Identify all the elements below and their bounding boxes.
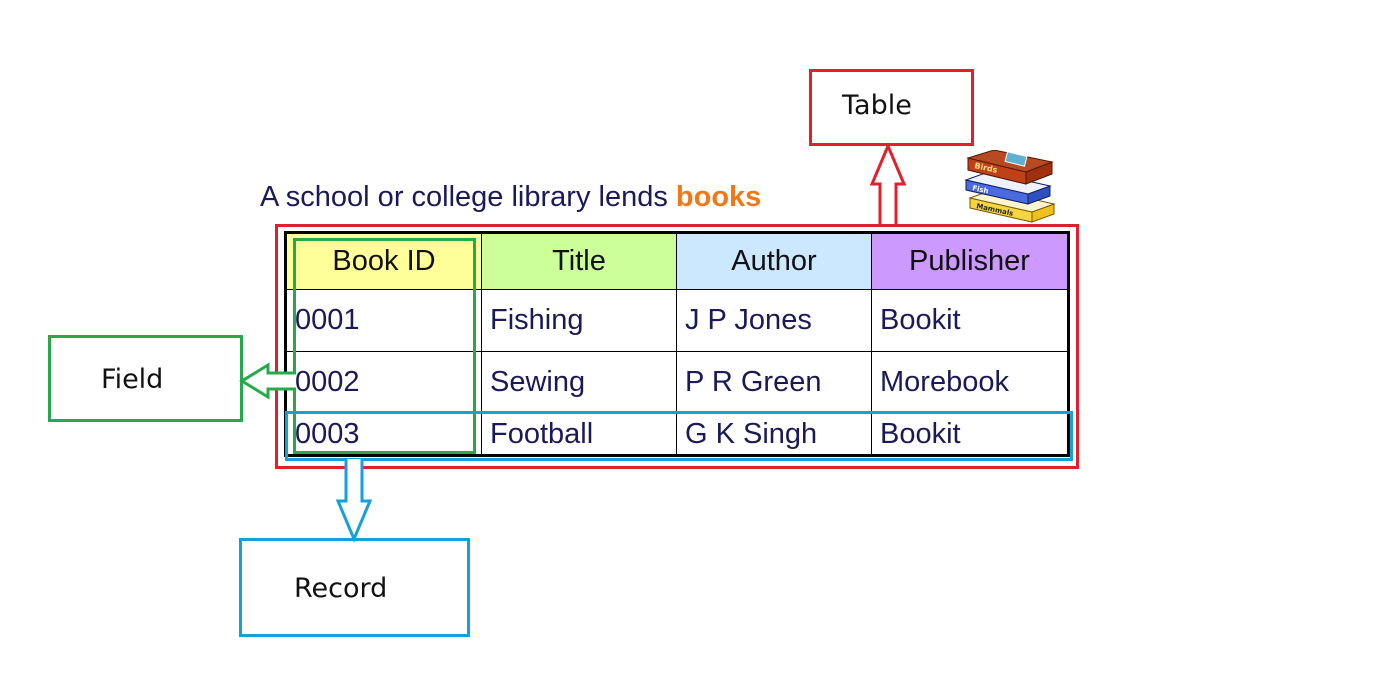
book-middle-icon: Fish	[964, 171, 1052, 205]
record-row-outline	[285, 411, 1073, 461]
table-label-text: Table	[842, 90, 912, 121]
caption-highlight: books	[675, 181, 762, 213]
record-label-text: Record	[294, 573, 388, 604]
caption: A school or college library lends books	[260, 181, 761, 214]
table-row: 0003 Football G K Singh Bookit	[287, 414, 1067, 454]
book-cover-label: Fish	[972, 184, 990, 195]
table-cell: Football	[482, 414, 677, 454]
header-cell-title: Title	[482, 234, 677, 290]
books-stack-icon: Mammals Fish Birds	[964, 150, 1056, 223]
header-cell-publisher: Publisher	[872, 234, 1067, 290]
table-cell: J P Jones	[677, 290, 872, 352]
table-arrow-icon	[869, 142, 907, 224]
field-label-text: Field	[101, 364, 164, 395]
table-cell: G K Singh	[677, 414, 872, 454]
data-table: Book ID Title Author Publisher 0001 Fish…	[284, 231, 1070, 457]
header-cell-author: Author	[677, 234, 872, 290]
field-arrow-icon	[239, 362, 296, 400]
record-arrow-icon	[335, 459, 373, 543]
table-cell: Morebook	[872, 352, 1067, 414]
table-cell: P R Green	[677, 352, 872, 414]
table-row: 0001 Fishing J P Jones Bookit	[287, 290, 1067, 352]
table-header-row: Book ID Title Author Publisher	[287, 234, 1067, 290]
field-column-outline	[293, 238, 476, 454]
field-label-box: Field	[48, 335, 243, 422]
book-top-icon: Birds	[966, 150, 1054, 185]
table-cell: Sewing	[482, 352, 677, 414]
table-cell: Bookit	[872, 290, 1067, 352]
caption-prefix: A school or college library lends	[260, 181, 676, 213]
record-label-box: Record	[239, 538, 470, 637]
table-cell: 0001	[287, 290, 482, 352]
table-cell: 0003	[287, 414, 482, 454]
table-row: 0002 Sewing P R Green Morebook	[287, 352, 1067, 414]
table-outline	[275, 224, 1079, 469]
header-cell-book-id: Book ID	[287, 234, 482, 290]
table-cell: Bookit	[880, 417, 961, 450]
table-label-box: Table	[809, 69, 974, 146]
table-cell: Fishing	[482, 290, 677, 352]
